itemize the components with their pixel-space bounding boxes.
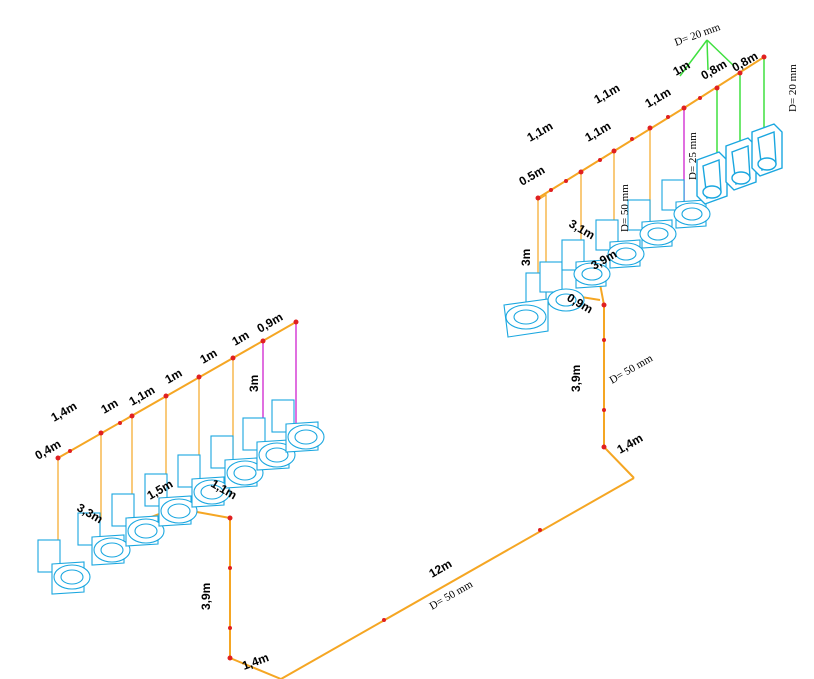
toilet <box>595 219 645 269</box>
right-diameter-20-top: D= 20 mm <box>673 21 722 49</box>
left-seg-label-4: 1m <box>163 366 185 387</box>
toilet <box>210 435 264 489</box>
right-urinals <box>696 123 783 205</box>
left-seg-label-6: 1m <box>230 328 252 349</box>
main-run-diameter-label: D= 50 mm <box>428 578 476 612</box>
toilet <box>111 493 165 547</box>
right-riser-diameter-label: D= 50 mm <box>608 352 656 386</box>
main-drain-run <box>227 305 635 679</box>
toilet <box>539 261 585 312</box>
right-seg-label-5: 1m <box>671 58 693 79</box>
right-diameter-20-right: D= 20 mm <box>787 64 799 112</box>
toilet <box>503 272 549 338</box>
right-drop-label: 3,9m <box>569 365 583 392</box>
left-seg-label-1: 1,4m <box>49 399 80 425</box>
left-toilets <box>37 399 325 595</box>
right-seg-label-6: 0,8m <box>699 57 730 83</box>
urinal-branch-fan <box>679 39 735 77</box>
right-seg-label-2: 1,1m <box>583 119 614 145</box>
right-diameter-25-vertical: D= 25 mm <box>687 132 699 180</box>
right-seg-label-7: 0,8m <box>730 49 761 75</box>
right-base-label: 1,4m <box>615 431 646 457</box>
toilet <box>144 473 198 527</box>
right-toilets <box>503 179 711 338</box>
right-seg-label-1: 1,1m <box>525 119 556 145</box>
right-collector-label-2: 0,9m <box>565 290 596 316</box>
toilet <box>627 199 677 249</box>
left-drop-label: 3,9m <box>199 583 213 610</box>
left-seg-label-2: 1m <box>99 396 121 417</box>
right-seg-label-3: 1,1m <box>592 81 623 107</box>
toilet <box>271 399 325 453</box>
urinal <box>696 151 728 205</box>
left-fixture-group: 0,4m 1,4m 1m 1,1m 1m 1m 1m 0,9m 3m 3,3m … <box>33 310 325 673</box>
right-fixture-group: 0.5m 1,1m 1,1m 1,1m 1,1m 1m 0,8m 0,8m 3m… <box>503 21 799 457</box>
right-seg-label-0: 0.5m <box>517 163 548 189</box>
toilet <box>77 512 131 566</box>
toilet <box>661 179 711 229</box>
right-diameter-50-vertical: D= 50 mm <box>619 184 631 232</box>
toilet <box>561 239 611 289</box>
main-run-length-label: 12m <box>427 556 455 580</box>
toilet <box>177 454 231 508</box>
left-branch-drops <box>57 322 297 545</box>
left-seg-label-5: 1m <box>198 346 220 367</box>
urinal <box>725 137 757 191</box>
urinal <box>751 123 783 177</box>
right-seg-label-4: 1,1m <box>643 85 674 111</box>
right-collector-label-0: 3,1m <box>567 216 598 242</box>
right-riser-label: 3m <box>519 249 533 266</box>
toilet <box>37 539 91 595</box>
left-riser-label: 3m <box>247 375 261 392</box>
